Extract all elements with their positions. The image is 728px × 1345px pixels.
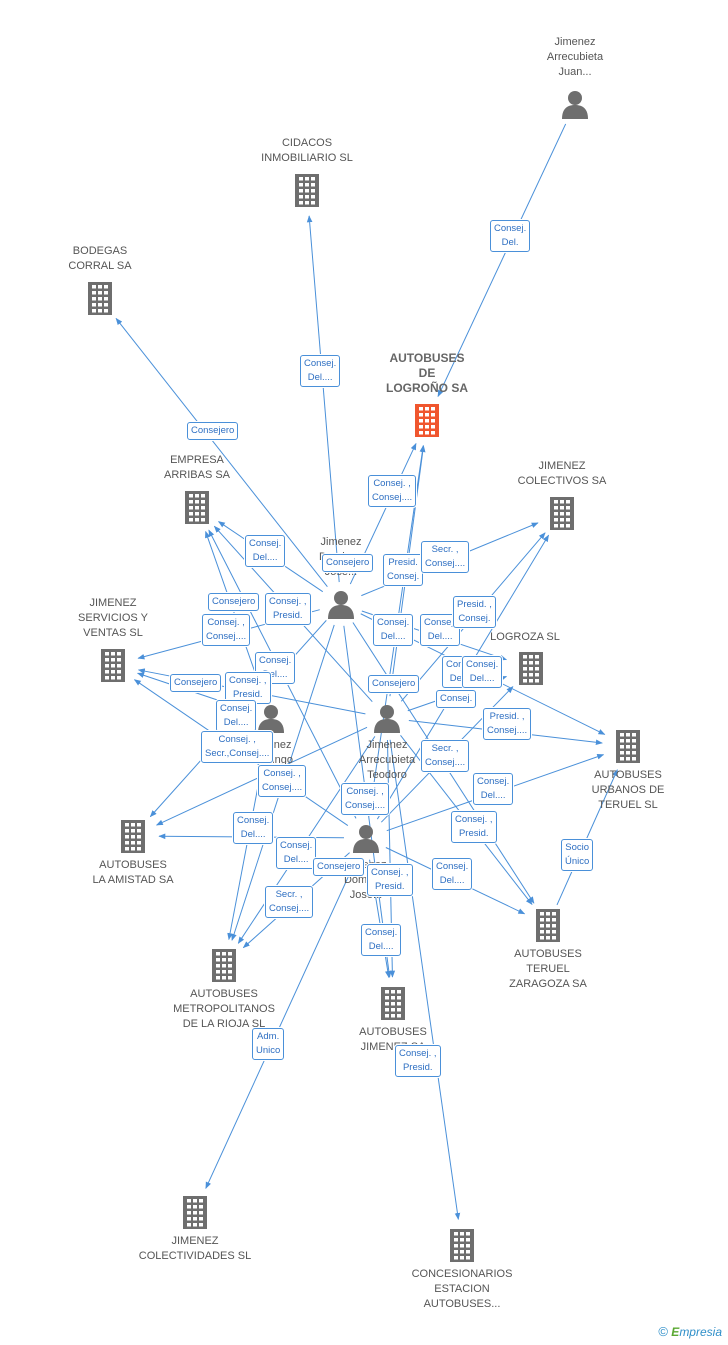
edge-p2-concesionarios	[389, 739, 461, 1220]
edge-label[interactable]: Consejero	[170, 674, 222, 692]
edge-label[interactable]: Consej. Del....	[233, 812, 274, 844]
edge-label[interactable]: Consej. , Consej....	[368, 475, 417, 507]
edge-p3-colectividades	[205, 857, 358, 1189]
edge-label[interactable]: Socio Único	[561, 839, 594, 871]
edge-p1-cidacos	[306, 215, 340, 583]
edge-label[interactable]: Consej. , Presid.	[367, 864, 413, 896]
node-label: AUTOBUSES TERUEL ZARAGOZA SA	[509, 948, 587, 990]
node-label: AUTOBUSES METROPOLITANOS DE LA RIOJA SL	[173, 988, 275, 1030]
edge-juan-main	[437, 123, 567, 398]
edge-label[interactable]: Consej. Del....	[462, 656, 503, 688]
node-label: EMPRESA ARRIBAS SA	[163, 454, 231, 481]
edge-label[interactable]: Consej. Del....	[473, 773, 514, 805]
edge-label[interactable]: Consej. Del....	[420, 614, 461, 646]
edge-label[interactable]: Consej. Del....	[216, 700, 257, 732]
edge-label[interactable]: Consej. Del....	[255, 652, 296, 684]
node-label: JIMENEZ COLECTIVOS SA	[517, 460, 607, 487]
edge-label[interactable]: Secr. , Consej....	[421, 740, 470, 772]
node-label: AUTOBUSES URBANOS DE TERUEL SL	[591, 769, 665, 811]
node-label: LOGROZA SL	[490, 631, 560, 643]
edge-label[interactable]: Consej. , Secr.,Consej....	[201, 731, 274, 763]
node-label: Jimenez Arrecubieta Juan...	[546, 36, 604, 78]
edge-label[interactable]: Consejero	[368, 675, 420, 693]
node-label: CONCESIONARIOS ESTACION AUTOBUSES...	[411, 1268, 513, 1310]
edge-label[interactable]: Consej. Del.	[490, 220, 531, 252]
edge-label[interactable]: Consej. , Consej....	[341, 783, 390, 815]
node-label: BODEGAS CORRAL SA	[68, 245, 132, 272]
edge-label[interactable]: Consej.	[436, 690, 477, 708]
node-label: Jimenez Arrecubieta Teodoro	[358, 739, 416, 781]
node-label: JIMENEZ SERVICIOS Y VENTAS SL	[78, 597, 148, 639]
edge-teruel-urbanos	[556, 769, 618, 906]
node-label: JIMENEZ COLECTIVIDADES SL	[138, 1235, 252, 1262]
edge-label[interactable]: Consej. Del....	[432, 858, 473, 890]
edge-label[interactable]: Adm. Unico	[252, 1028, 285, 1060]
edge-label[interactable]: Consej. , Presid.	[265, 593, 311, 625]
edge-label[interactable]: Consej. , Consej....	[258, 765, 307, 797]
edge-label[interactable]: Presid. , Consej....	[483, 708, 532, 740]
copyright-credit[interactable]: © Empresia	[658, 1324, 722, 1339]
edge-label[interactable]: Presid. Consej.	[383, 554, 424, 586]
edge-label[interactable]: Consej. Del....	[373, 614, 414, 646]
edge-label[interactable]: Consej. , Presid.	[451, 811, 497, 843]
edge-label[interactable]: Consej. , Consej....	[202, 614, 251, 646]
edge-label[interactable]: Consej. Del....	[300, 355, 341, 387]
edge-label[interactable]: Presid. , Consej.	[453, 596, 496, 628]
edge-label[interactable]: Consejero	[313, 858, 365, 876]
node-label: AUTOBUSES DE LOGROÑO SA	[385, 351, 468, 395]
node-label: AUTOBUSES JIMENEZ SA	[359, 1026, 427, 1053]
node-label: AUTOBUSES LA AMISTAD SA	[92, 859, 174, 886]
edge-label[interactable]: Consejero	[208, 593, 260, 611]
node-label: CIDACOS INMOBILIARIO SL	[261, 137, 353, 164]
edge-label[interactable]: Secr. , Consej....	[265, 886, 314, 918]
edge-label[interactable]: Consejero	[322, 554, 374, 572]
edge-label[interactable]: Consej. Del....	[276, 837, 317, 869]
edge-label[interactable]: Consej. , Presid.	[395, 1045, 441, 1077]
edge-label[interactable]: Consej. Del....	[361, 924, 402, 956]
edge-label[interactable]: Secr. , Consej....	[421, 541, 470, 573]
edge-label[interactable]: Consejero	[187, 422, 239, 440]
edge-label[interactable]: Consej. Del....	[245, 535, 286, 567]
edge-p1-bodegas	[115, 317, 328, 588]
